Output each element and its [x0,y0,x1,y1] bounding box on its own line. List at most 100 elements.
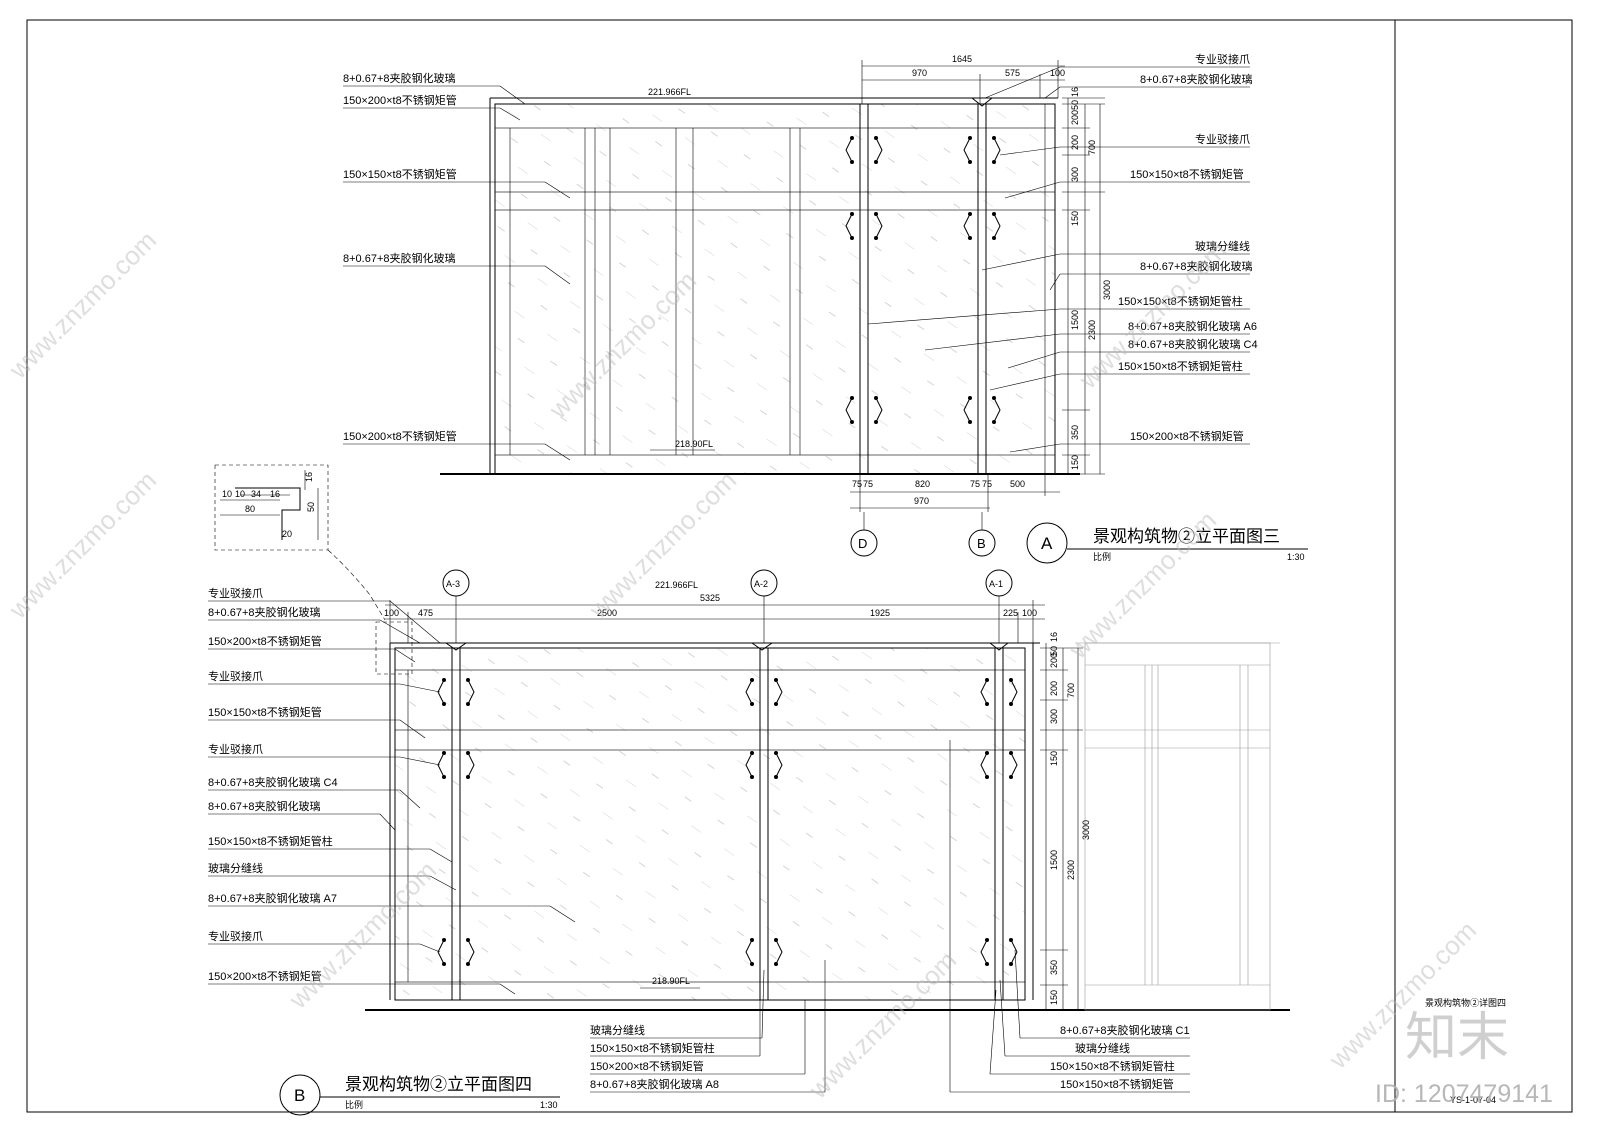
dim-b-r-200a: 200 [1049,653,1059,668]
drawing-b-scale-value: 1:30 [540,1100,558,1110]
dim-b-r-3000: 3000 [1081,820,1091,840]
drawing-b-left-labels: 专业驳接爪 8+0.67+8夹胶钢化玻璃 150×200×t8不锈钢矩管 专业驳… [208,586,576,995]
dim-b-r-50: 50 [1049,646,1059,656]
watermark-text-1: www.znzmo.com [2,225,162,385]
drawing-b-title: 景观构筑物②立平面图四 [345,1075,532,1094]
dim-a-r-2300: 2300 [1087,320,1097,340]
level-bottom-b: 218.90FL [652,976,690,986]
drawing-a-elevation: 221.966FL 218.90FL 1645 970 575 100 75 7… [343,52,1308,564]
dim-b-r-1500: 1500 [1049,850,1059,870]
label-a-r-8: 8+0.67+8夹胶钢化玻璃 C4 [1128,337,1258,351]
label-b-b-1: 150×150×t8不锈钢矩管柱 [590,1041,715,1055]
dim-a-r-150b: 150 [1070,455,1080,470]
detail-dim-4: 34 [251,489,261,499]
dim-a-r-300: 300 [1070,167,1080,182]
dim-b-r-150: 150 [1049,751,1059,766]
title-circle-b [279,1074,321,1116]
label-b-l-8: 150×150×t8不锈钢矩管柱 [208,834,333,848]
dim-b-r-2300: 2300 [1066,860,1076,880]
label-b-br-0: 8+0.67+8夹胶钢化玻璃 C1 [1060,1023,1190,1037]
dim-b-total: 5325 [700,593,720,603]
dim-b-r-700: 700 [1066,683,1076,698]
level-bottom-a: 218.90FL [675,439,713,449]
label-a-r-10: 150×200×t8不锈钢矩管 [1130,429,1244,443]
label-b-l-3: 专业驳接爪 [208,669,263,683]
axis-b: B [977,536,986,551]
label-b-l-12: 150×200×t8不锈钢矩管 [208,969,322,983]
label-a-l-1: 150×200×t8不锈钢矩管 [343,93,457,107]
dim-b-r-300: 300 [1049,709,1059,724]
label-b-br-1: 玻璃分缝线 [1075,1041,1130,1055]
label-a-l-0: 8+0.67+8夹胶钢化玻璃 [343,71,456,85]
title-circle-a-letter: A [1041,534,1053,553]
dim-a-top-2: 575 [1005,68,1020,78]
drawing-a-scale-value: 1:30 [1287,552,1305,562]
label-b-b-3: 8+0.67+8夹胶钢化玻璃 A8 [590,1077,719,1091]
label-b-l-9: 玻璃分缝线 [208,861,263,875]
axis-a1: A-1 [989,579,1003,589]
title-block-small-title: 景观构筑物②详图四 [1425,997,1506,1008]
dim-b-top-5: 100 [1022,608,1037,618]
dim-a-r-1500: 1500 [1070,310,1080,330]
label-b-br-2: 150×150×t8不锈钢矩管柱 [1050,1059,1175,1073]
level-top-b: 221.966FL [655,580,698,590]
label-b-l-1: 8+0.67+8夹胶钢化玻璃 [208,605,321,619]
detail-dim-7: 50 [306,502,316,512]
dim-b-r-350: 350 [1049,960,1059,975]
label-b-l-11: 专业驳接爪 [208,929,263,943]
watermark-id: ID: 1207479141 [1375,1080,1553,1108]
detail-dim-0: 16 [304,472,314,482]
drawing-a-scale-label: 比例 [1093,551,1111,562]
dim-a-r-3000: 3000 [1102,280,1112,300]
drawing-b-bottom-labels-right: 8+0.67+8夹胶钢化玻璃 C1 玻璃分缝线 150×150×t8不锈钢矩管柱… [949,740,1190,1093]
dim-b-r-200b: 200 [1049,681,1059,696]
detail-dim-3: 10 [235,489,245,499]
label-b-l-4: 150×150×t8不锈钢矩管 [208,705,322,719]
drawing-b-scale-label: 比例 [345,1099,363,1110]
title-circle-a [1026,522,1068,564]
label-b-b-0: 玻璃分缝线 [590,1023,645,1037]
dim-b-r-150b: 150 [1049,990,1059,1005]
drawing-a-right-labels: 专业驳接爪 8+0.67+8夹胶钢化玻璃 专业驳接爪 150×150×t8不锈钢… [867,52,1258,453]
dim-b-r-16: 16 [1049,632,1059,642]
dim-a-r-50: 50 [1070,100,1080,110]
dim-a-bot-6: 500 [1010,479,1025,489]
dim-a-r-16: 16 [1070,87,1080,97]
label-a-l-4: 150×200×t8不锈钢矩管 [343,429,457,443]
dim-b-top-4: 225 [1003,608,1018,618]
sheet-border [26,19,1573,1113]
dim-b-top-3: 1925 [870,608,890,618]
label-b-l-2: 150×200×t8不锈钢矩管 [208,634,322,648]
drawing-b-bottom-labels-left: 玻璃分缝线 150×150×t8不锈钢矩管柱 150×200×t8不锈钢矩管 8… [590,960,826,1093]
axis-a3: A-3 [446,579,460,589]
drawing-a-title: 景观构筑物②立平面图三 [1093,527,1280,546]
dim-a-r-700: 700 [1087,140,1097,155]
watermark-brand: 知末 [1405,1009,1509,1067]
dim-a-bot-2: 75 [863,479,873,489]
label-b-l-7: 8+0.67+8夹胶钢化玻璃 [208,799,321,813]
dim-a-bot-3: 820 [915,479,930,489]
dim-a-r-200a: 200 [1070,110,1080,125]
label-a-r-0: 专业驳接爪 [1195,52,1250,66]
dim-a-r-150: 150 [1070,211,1080,226]
label-a-l-3: 8+0.67+8夹胶钢化玻璃 [343,251,456,265]
label-a-l-2: 150×150×t8不锈钢矩管 [343,167,457,181]
watermark-text-5: www.znzmo.com [2,465,162,625]
adjacent-structure-ghost [1075,642,1280,1011]
dim-a-bot-total: 970 [914,496,929,506]
label-a-r-6: 150×150×t8不锈钢矩管柱 [1118,294,1243,308]
label-b-l-0: 专业驳接爪 [208,586,263,600]
level-top-a: 221.966FL [648,87,691,97]
label-a-r-7: 8+0.67+8夹胶钢化玻璃 A6 [1128,319,1257,333]
label-a-r-4: 玻璃分缝线 [1195,239,1250,253]
label-b-l-6: 8+0.67+8夹胶钢化玻璃 C4 [208,775,338,789]
dim-b-top-0: 100 [384,608,399,618]
label-b-l-5: 专业驳接爪 [208,742,263,756]
dim-a-top-total: 1645 [952,54,972,64]
detail-dim-6: 80 [245,504,255,514]
drawing-b-elevation: 221.966FL 218.90FL A-3 A-2 A-1 5325 100 … [208,569,1290,1116]
label-a-r-3: 150×150×t8不锈钢矩管 [1130,167,1244,181]
label-b-br-3: 150×150×t8不锈钢矩管 [1060,1077,1174,1091]
dim-a-top-1: 970 [912,68,927,78]
title-block: 景观构筑物②详图四 YS-1-07-04 [1425,997,1506,1105]
